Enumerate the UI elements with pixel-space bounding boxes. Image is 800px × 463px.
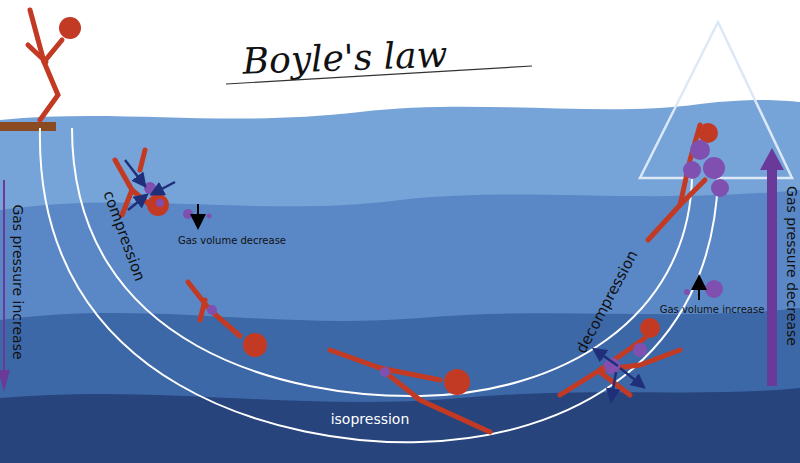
arrow-head bbox=[640, 22, 792, 178]
force-arrow bbox=[125, 160, 640, 396]
axis-label: Gas pressure increase bbox=[9, 204, 24, 359]
pressure-arrow bbox=[3, 180, 5, 372]
note-label: Gas volume decrease bbox=[178, 235, 286, 246]
stage-label: isopression bbox=[331, 412, 410, 427]
diver-head bbox=[59, 17, 718, 395]
diagram-title: Boyle's law bbox=[242, 35, 448, 82]
water-band bbox=[0, 308, 800, 463]
axis-label: Gas pressure decrease bbox=[783, 186, 798, 346]
path-arrow bbox=[40, 128, 718, 442]
pressure-arrow bbox=[767, 168, 777, 386]
diving-board bbox=[0, 122, 56, 131]
pressure-arrow bbox=[760, 148, 784, 170]
path-arrow bbox=[72, 128, 692, 396]
gas-bubble bbox=[144, 140, 729, 377]
volume-arrow bbox=[698, 282, 700, 300]
pressure-arrow bbox=[0, 370, 10, 392]
note-label: Gas volume increase bbox=[660, 304, 765, 315]
volume-arrow bbox=[197, 204, 199, 222]
water-band bbox=[0, 100, 800, 463]
water-band bbox=[0, 388, 800, 463]
diver bbox=[28, 10, 705, 432]
